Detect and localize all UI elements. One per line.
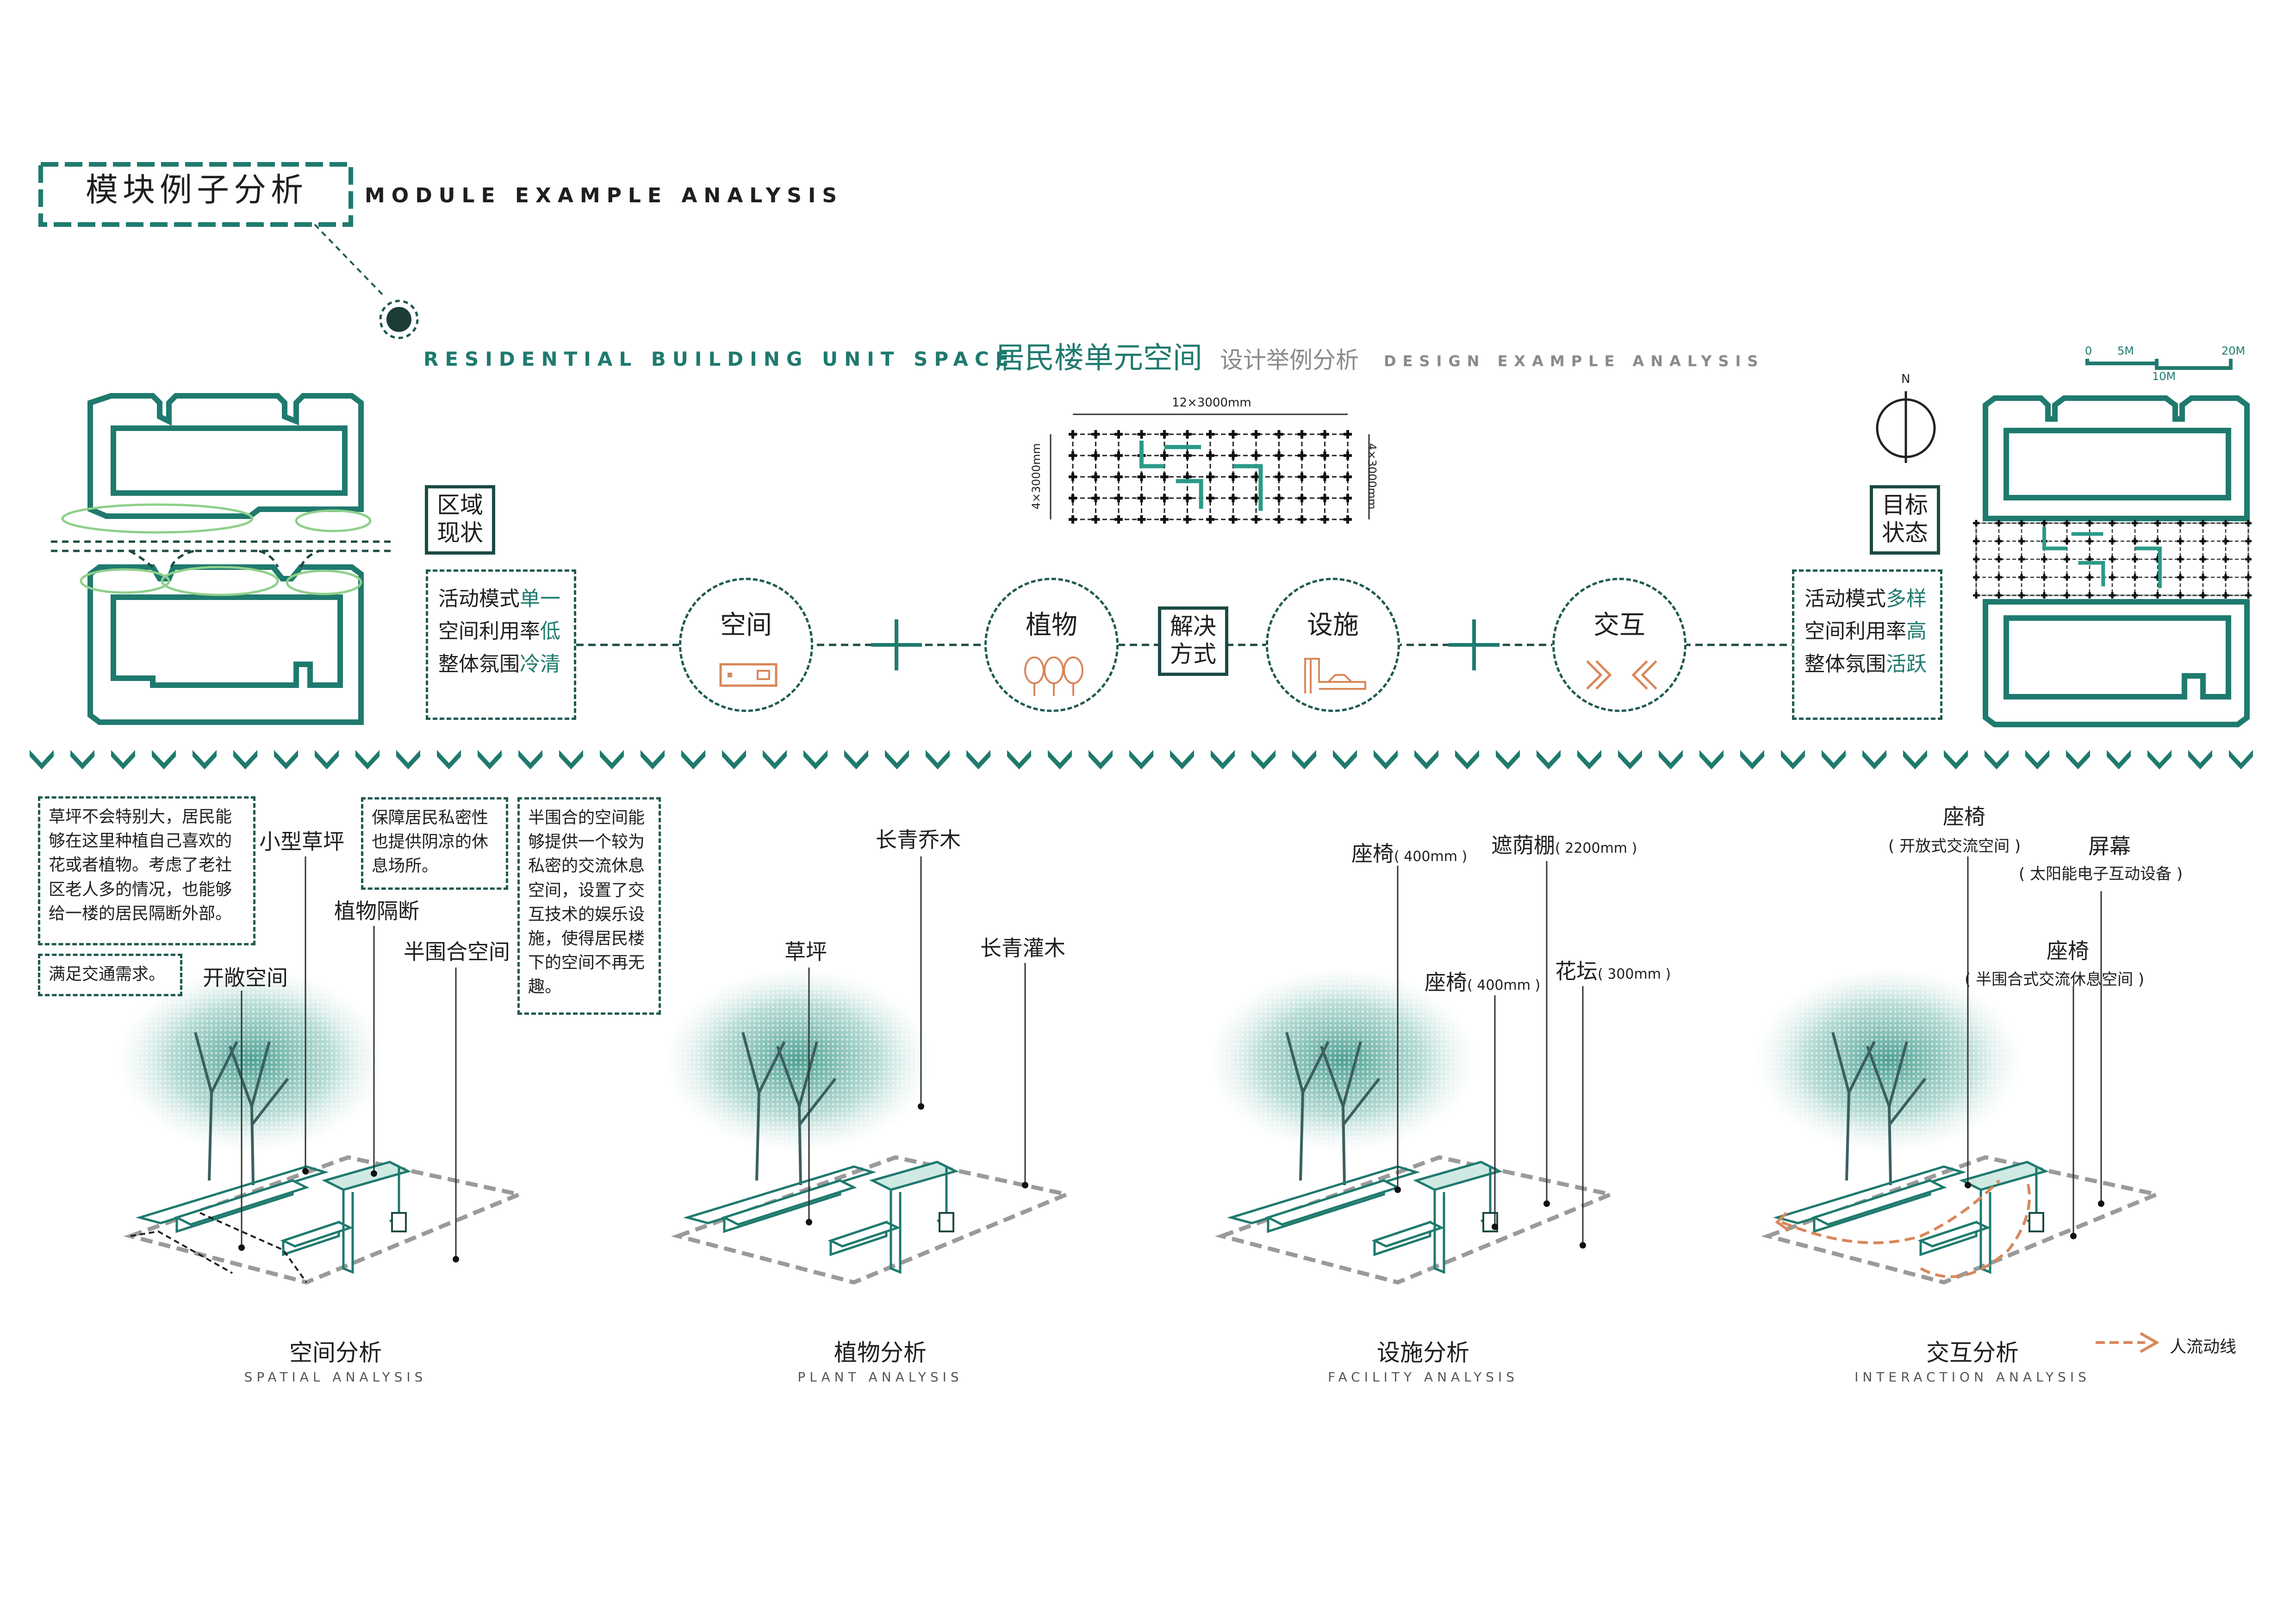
caption-interaction-en: INTERACTION ANALYSIS xyxy=(1854,1369,2091,1385)
label-lawn: 草坪 xyxy=(784,939,827,964)
label-seat-2: 座椅( 400mm ) xyxy=(1425,970,1541,995)
current-plan-green xyxy=(61,503,372,596)
chevrons-icon xyxy=(1586,660,1657,690)
spatial-note-lawn: 草坪不会特别大，居民能 够在这里种植自己喜欢的 花或者植物。考虑了老社 区老人多… xyxy=(38,796,255,945)
current-plan xyxy=(87,393,364,725)
target-plan-grid xyxy=(1973,520,2252,599)
plus-sign-2 xyxy=(1449,619,1500,670)
scale-label-10m: 10M xyxy=(2152,370,2176,383)
target-row-2: 空间利用率高 xyxy=(1804,619,1927,643)
label-seat-open-sub: ( 开放式交流空间 ) xyxy=(1888,837,2021,856)
target-row-1: 活动模式多样 xyxy=(1804,587,1927,611)
label-seat-semi: 座椅 xyxy=(2047,938,2089,963)
axonometric-vignette xyxy=(664,968,1074,1285)
element-facilities: 设施 xyxy=(1266,578,1400,712)
label-small-lawn: 小型草坪 xyxy=(259,829,344,854)
grid-top-dim: 12×3000mm xyxy=(1172,396,1251,410)
solution-label-line-1: 解决 xyxy=(1170,613,1216,640)
caption-facility-en: FACILITY ANALYSIS xyxy=(1327,1369,1518,1385)
caption-spatial-en: SPATIAL ANALYSIS xyxy=(244,1369,427,1385)
label-screen-sub: ( 太阳能电子互动设备 ) xyxy=(2019,865,2183,883)
spatial-note-privacy: 保障居民私密性 也提供阴凉的休 息场所。 xyxy=(361,797,508,890)
north-label: N xyxy=(1901,372,1910,386)
module-grid-dims xyxy=(1050,413,1370,519)
scale-label-20m: 20M xyxy=(2221,344,2246,357)
header-pin xyxy=(379,300,419,339)
target-row-3: 整体氛围活跃 xyxy=(1804,652,1927,676)
target-status-box: 活动模式多样 空间利用率高 整体氛围活跃 xyxy=(1792,569,1942,720)
current-label-line-1: 区域 xyxy=(437,492,483,518)
element-plants: 植物 xyxy=(984,578,1119,712)
current-row-2: 空间利用率低 xyxy=(438,619,560,643)
label-planter: 花坛( 300mm ) xyxy=(1555,959,1671,984)
north-arrow xyxy=(1876,391,1936,463)
current-plan-road xyxy=(51,540,393,568)
solution-label-line-2: 方式 xyxy=(1170,641,1216,668)
label-evergreen-shrub: 长青灌木 xyxy=(980,936,1065,961)
bench-icon xyxy=(719,663,778,687)
target-label-line-1: 目标 xyxy=(1882,492,1928,518)
grid-right-dim: 4×3000mm xyxy=(1365,443,1379,510)
label-canopy: 遮荫棚( 2200mm ) xyxy=(1491,833,1637,858)
label-screen: 屏幕 xyxy=(2088,834,2131,859)
solution-label: 解决 方式 xyxy=(1158,606,1228,676)
element-space: 空间 xyxy=(679,578,813,712)
subheader-en-left: RESIDENTIAL BUILDING UNIT SPACE xyxy=(423,348,1015,370)
label-seat-1: 座椅( 400mm ) xyxy=(1351,841,1468,866)
scale-bar xyxy=(2085,359,2233,370)
element-space-label: 空间 xyxy=(720,610,772,640)
target-plan xyxy=(1983,395,2250,727)
spatial-note-traffic: 满足交通需求。 xyxy=(38,954,182,996)
current-row-1: 活动模式单一 xyxy=(438,587,560,611)
axonometric-vignette xyxy=(117,968,527,1285)
label-seat-open: 座椅 xyxy=(1943,804,1985,829)
label-open-space: 开敞空间 xyxy=(203,965,288,990)
current-row-3: 整体氛围冷清 xyxy=(438,652,560,676)
grid-left-dim: 4×3000mm xyxy=(1029,443,1043,510)
spatial-note-semi-enclosed: 半围合的空间能 够提供一个较为 私密的交流休息 空间，设置了交 互技术的娱乐设 … xyxy=(517,797,661,1015)
element-facilities-label: 设施 xyxy=(1307,610,1359,640)
facility-icon xyxy=(1304,658,1366,693)
trees-icon xyxy=(1024,656,1083,696)
header-box xyxy=(38,162,353,227)
label-evergreen-tree: 长青乔木 xyxy=(876,827,961,852)
current-status-box: 活动模式单一 空间利用率低 整体氛围冷清 xyxy=(426,569,576,720)
label-semi-enclosed: 半围合空间 xyxy=(404,939,510,964)
element-interaction-label: 交互 xyxy=(1593,610,1645,640)
current-label-line-2: 现状 xyxy=(437,519,483,546)
flow-legend-label: 人流动线 xyxy=(2170,1337,2237,1356)
subheader-en-right: DESIGN EXAMPLE ANALYSIS xyxy=(1384,352,1765,370)
axonometric-vignette xyxy=(1208,968,1618,1285)
current-state-label: 区域 现状 xyxy=(425,485,495,555)
plus-sign-1 xyxy=(871,619,922,670)
target-label-line-2: 状态 xyxy=(1882,519,1928,546)
target-state-label: 目标 状态 xyxy=(1870,485,1940,555)
element-plants-label: 植物 xyxy=(1026,610,1077,640)
scale-label-5m: 5M xyxy=(2117,344,2134,357)
element-interaction: 交互 xyxy=(1552,578,1686,712)
flow-legend-arrow xyxy=(2096,1332,2160,1353)
chevron-divider xyxy=(30,750,2253,769)
axonometric-vignette xyxy=(1754,968,2164,1285)
caption-plant-cn: 植物分析 xyxy=(834,1339,927,1366)
title-cn: 模块例子分析 xyxy=(86,171,308,209)
scale-label-0: 0 xyxy=(2085,344,2092,357)
subheader-cn-main: 居民楼单元空间 xyxy=(995,341,1202,375)
module-grid xyxy=(1069,430,1352,524)
title-en: MODULE EXAMPLE ANALYSIS xyxy=(365,184,844,207)
caption-plant-en: PLANT ANALYSIS xyxy=(797,1369,963,1385)
caption-interaction-cn: 交互分析 xyxy=(1926,1339,2019,1366)
caption-spatial-cn: 空间分析 xyxy=(289,1339,382,1366)
label-plant-divider: 植物隔断 xyxy=(334,899,419,924)
subheader-cn-sub: 设计举例分析 xyxy=(1220,347,1359,374)
caption-facility-cn: 设施分析 xyxy=(1377,1339,1469,1366)
label-seat-semi-sub: ( 半围合式交流休息空间 ) xyxy=(1965,970,2145,989)
